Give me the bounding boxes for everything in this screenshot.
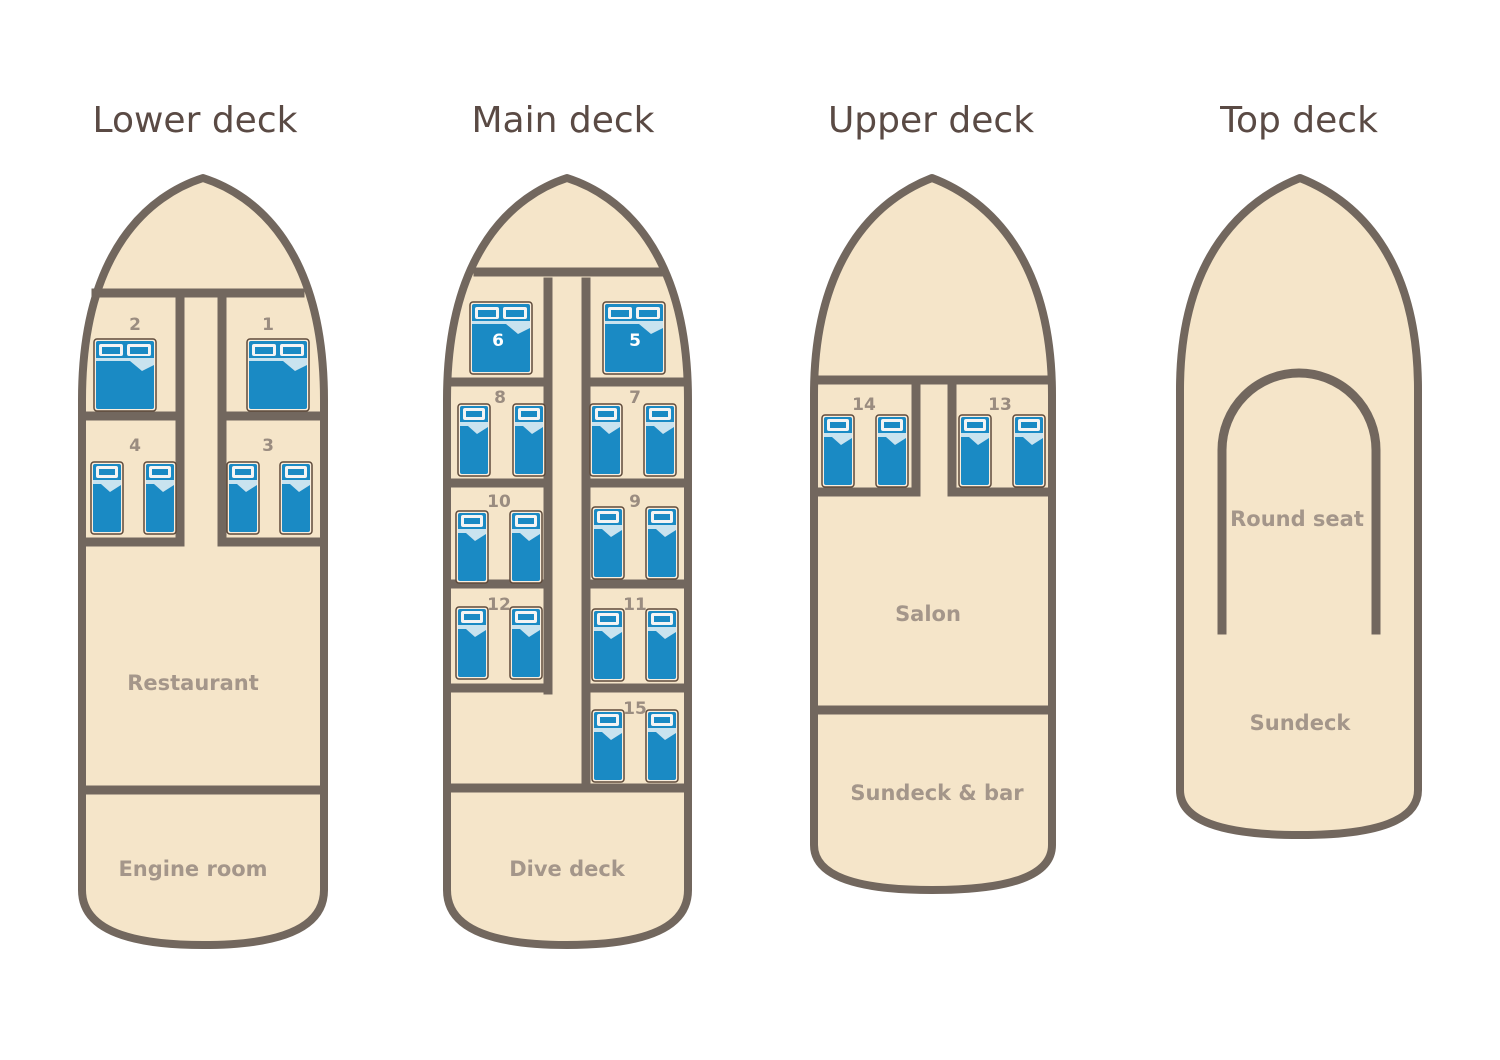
room-label-round-seat: Round seat — [1230, 507, 1364, 531]
cabin-number: 2 — [129, 315, 141, 335]
single-bed-icon — [591, 506, 625, 580]
cabin-1: 1 — [246, 315, 310, 412]
main-deck-title: Main deck — [471, 100, 654, 141]
top-deck-hull — [1176, 174, 1422, 839]
cabin-number: 13 — [988, 395, 1012, 415]
cabin-14: 14 — [821, 395, 909, 488]
cabin-number: 4 — [129, 436, 141, 456]
single-bed-icon — [509, 606, 543, 680]
cabin-number: 1 — [262, 315, 274, 335]
single-bed-icon — [645, 709, 679, 783]
cabin-number: 6 — [492, 331, 504, 351]
upper-deck: Upper deck 14 13 Salon Sundeck & bar — [810, 100, 1056, 894]
cabin-number: 9 — [629, 492, 641, 512]
single-bed-icon — [1012, 414, 1046, 488]
cabin-number: 14 — [852, 395, 876, 415]
single-bed-icon — [455, 510, 489, 584]
single-bed-icon — [875, 414, 909, 488]
upper-deck-walls — [811, 375, 1055, 715]
single-bed-icon — [643, 403, 677, 477]
cabin-number: 3 — [262, 436, 274, 456]
room-label-dive-deck: Dive deck — [509, 857, 626, 881]
cabin-8: 8 — [457, 388, 546, 477]
single-bed-icon — [591, 608, 625, 682]
cabin-number: 11 — [623, 595, 647, 615]
cabin-number: 8 — [494, 388, 506, 408]
cabin-9: 9 — [591, 492, 679, 580]
cabin-10: 10 — [455, 492, 543, 584]
round-seat-outline — [1217, 368, 1381, 635]
single-bed-icon — [645, 506, 679, 580]
lower-deck: Lower deck 2 1 4 3 — [78, 100, 328, 949]
cabin-6: 6 — [469, 301, 533, 375]
cabin-2: 2 — [93, 315, 157, 412]
room-label-engine-room: Engine room — [118, 857, 267, 881]
room-label-sundeck-bar: Sundeck & bar — [850, 781, 1024, 805]
cabin-number: 12 — [487, 595, 511, 615]
single-bed-icon — [512, 403, 546, 477]
cabin-12: 12 — [455, 595, 543, 680]
lower-deck-title: Lower deck — [93, 100, 298, 141]
cabin-number: 5 — [629, 331, 641, 351]
cabin-7: 7 — [589, 388, 677, 477]
room-label-salon: Salon — [895, 602, 961, 626]
single-bed-icon — [143, 461, 177, 535]
single-bed-icon — [509, 510, 543, 584]
single-bed-icon — [821, 414, 855, 488]
main-deck-walls — [447, 267, 689, 793]
single-bed-icon — [589, 403, 623, 477]
single-bed-icon — [958, 414, 992, 488]
single-bed-icon — [226, 461, 260, 535]
upper-deck-title: Upper deck — [828, 100, 1034, 141]
double-bed-icon — [93, 338, 157, 412]
double-bed-icon — [246, 338, 310, 412]
top-deck: Top deck Round seat Sundeck — [1176, 100, 1422, 839]
cabin-number: 7 — [629, 388, 641, 408]
cabin-3: 3 — [226, 436, 313, 535]
cabin-number: 15 — [623, 699, 647, 719]
room-label-sundeck: Sundeck — [1250, 711, 1352, 735]
single-bed-icon — [90, 461, 124, 535]
single-bed-icon — [457, 403, 491, 477]
single-bed-icon — [645, 608, 679, 682]
cabin-4: 4 — [90, 436, 177, 535]
cabin-13: 13 — [958, 395, 1046, 488]
single-bed-icon — [279, 461, 313, 535]
single-bed-icon — [455, 606, 489, 680]
lower-deck-walls — [81, 288, 325, 795]
room-label-restaurant: Restaurant — [127, 671, 259, 695]
single-bed-icon — [591, 709, 625, 783]
cabin-5: 5 — [602, 301, 666, 375]
top-deck-title: Top deck — [1219, 100, 1378, 141]
cabin-15: 15 — [591, 699, 679, 783]
cabin-11: 11 — [591, 595, 679, 682]
main-deck: Main deck 6 5 8 — [443, 100, 692, 949]
cabin-number: 10 — [487, 492, 511, 512]
